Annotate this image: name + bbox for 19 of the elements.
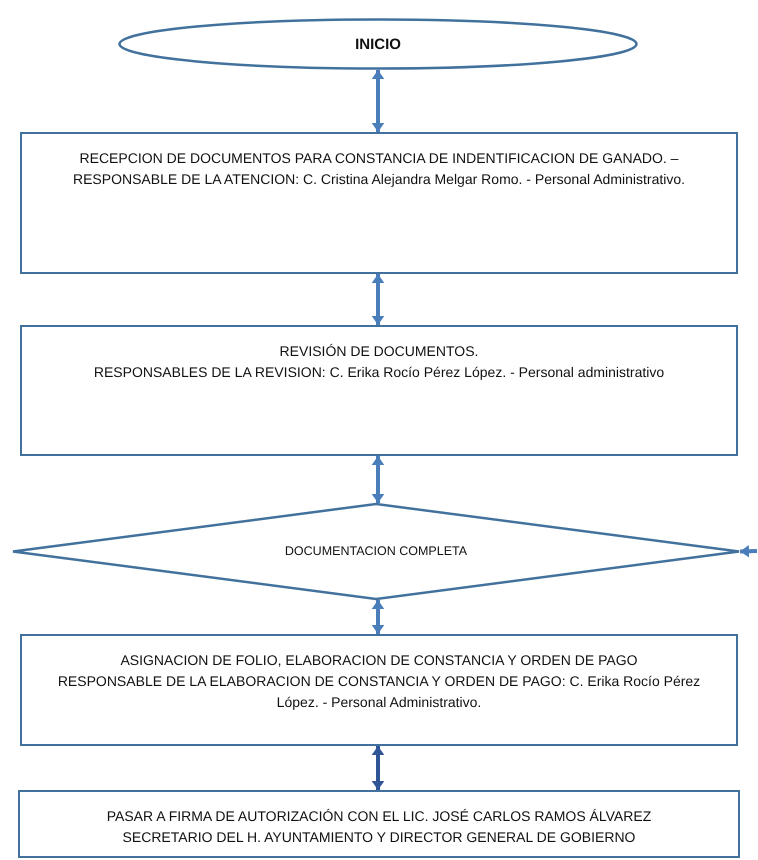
box-text-detail: RESPONSABLE DE LA ELABORACION DE CONSTANCIA Y ORDEN DE PAGO: C. Erika Rocío Pérez López. - Personal Administrativo. <box>56 672 702 712</box>
process-box <box>18 790 740 858</box>
process-box <box>20 325 738 456</box>
box-text: PASAR A FIRMA DE AUTORIZACIÓN CON EL LIC. JOSÉ CARLOS RAMOS ÁLVAREZ <box>106 807 652 826</box>
arrow <box>372 600 384 634</box>
shape-label: DOCUMENTACION COMPLETA <box>284 543 468 560</box>
box-text: RECEPCION DE DOCUMENTOS PARA CONSTANCIA DE INDENTIFICACION DE GANADO. – RESPONSABLE DE LA ATENCION: C. Cristina Alejandra Melgar Romo. - Personal Administrativo. <box>72 149 686 189</box>
arrow <box>372 456 384 503</box>
shape-label: INICIO <box>355 34 401 54</box>
box-text: ASIGNACION DE FOLIO, ELABORACION DE CONSTANCIA Y ORDEN DE PAGO <box>119 651 639 670</box>
box-text-detail: SECRETARIO DEL H. AYUNTAMIENTO Y DIRECTOR GENERAL DE GOBIERNO <box>122 828 636 847</box>
box-text: REVISIÓN DE DOCUMENTOS. <box>278 342 480 361</box>
arrow <box>372 70 384 132</box>
process-box <box>20 132 738 274</box>
box-text-detail: RESPONSABLES DE LA REVISION: C. Erika Rocío Pérez López. - Personal administrativo <box>92 363 666 382</box>
arrow <box>372 746 384 790</box>
process-box <box>20 634 738 746</box>
arrow <box>372 274 384 325</box>
arrow <box>740 544 758 558</box>
